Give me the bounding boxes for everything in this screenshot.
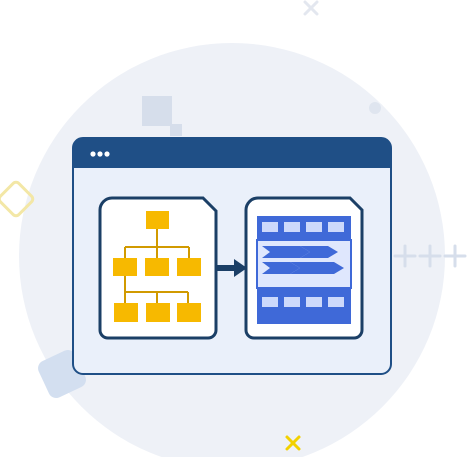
decor-dot <box>369 102 381 114</box>
decor-diamond-outline <box>0 180 35 218</box>
data-transfer-screen-icon <box>256 216 352 324</box>
decor-square-large <box>142 96 172 126</box>
decor-plus-icon <box>393 244 467 268</box>
window-control-dots <box>90 151 110 157</box>
org-chart-icon <box>113 211 201 322</box>
arrow-right-icon <box>216 259 247 277</box>
decor-close-icon-top <box>303 0 319 16</box>
decor-close-icon-bottom <box>285 435 301 451</box>
data-transfer-card <box>244 196 364 340</box>
decor-square-small <box>170 124 182 136</box>
org-chart-card <box>98 196 218 340</box>
